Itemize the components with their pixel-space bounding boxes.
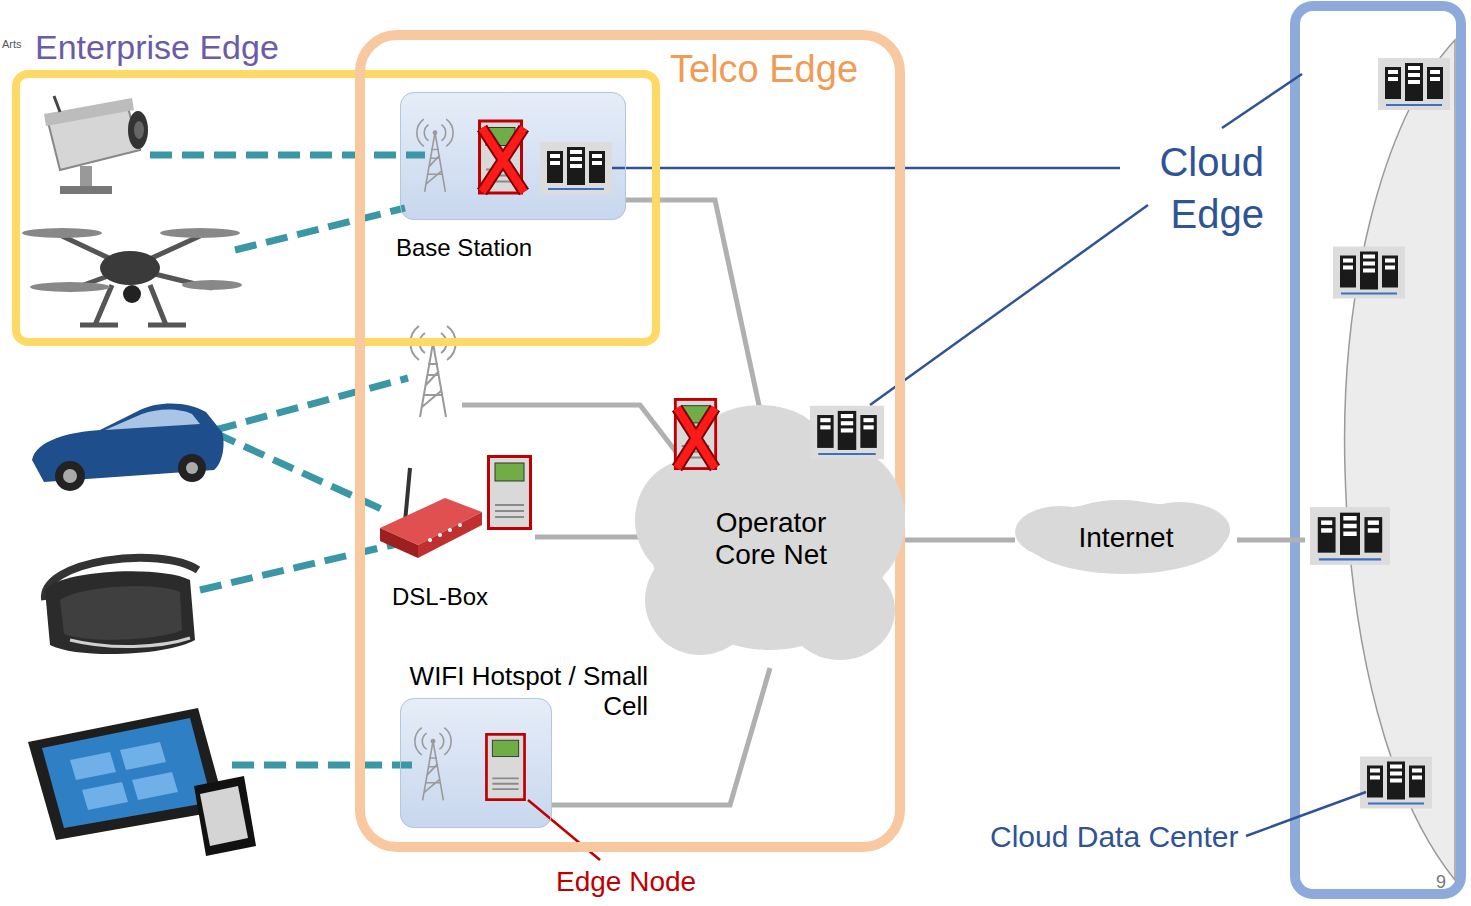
hotspot-box: WIFI Hotspot / Small Cell [400, 698, 552, 828]
link-line [535, 535, 640, 540]
node-label: WIFI Hotspot / Small Cell [378, 662, 648, 722]
cloud-region [1295, 6, 1461, 894]
callout-label: Edge Node [556, 866, 696, 898]
enterprise-region: Enterprise Edge [12, 70, 660, 346]
telco-region: Telco EdgeBase StationOperator Core NetD… [355, 30, 905, 852]
data-center-shape [1345, 40, 1455, 880]
cross-mark [482, 128, 524, 192]
callout-label: Arts [2, 38, 22, 51]
camera-illustration [44, 96, 148, 194]
callout-label: Cloud Edge [1128, 136, 1264, 240]
node-label: Internet [1051, 522, 1201, 554]
server-icon [1333, 247, 1405, 299]
link-line [626, 200, 760, 410]
node-label: Base Station [396, 234, 532, 262]
phone-illustration [194, 776, 256, 856]
page-number: 9 [1436, 872, 1446, 893]
wireless-link [150, 155, 425, 765]
node-label: DSL-Box [392, 583, 488, 611]
tablet-illustration [28, 708, 226, 840]
server-icon [1310, 507, 1390, 565]
antenna-tower [417, 119, 453, 192]
server-icon [540, 142, 612, 194]
node-label: Telco Edge [670, 48, 858, 92]
hotspot-fill [400, 698, 552, 828]
antenna-tower [415, 728, 451, 801]
edge-node-icon [489, 457, 531, 529]
router-node: DSL-Box [380, 450, 535, 620]
node-label: Enterprise Edge [35, 28, 279, 67]
base-station-box: Base Station [400, 92, 626, 220]
edge-node-icon [486, 734, 524, 799]
drone-illustration [22, 228, 242, 325]
link-line [902, 538, 1015, 543]
internet-cloud: Internet [1015, 498, 1237, 578]
server-icon [1378, 58, 1450, 110]
vr-headset-illustration [45, 558, 198, 654]
car-illustration [32, 403, 224, 491]
router-illustration [380, 468, 482, 558]
server-icon [1360, 757, 1432, 809]
core-cloud: Operator Core Net [640, 410, 902, 668]
callout-label: Cloud Data Center [990, 820, 1238, 855]
node-label: Operator Core Net [691, 507, 851, 571]
base-station-fill [400, 92, 626, 220]
